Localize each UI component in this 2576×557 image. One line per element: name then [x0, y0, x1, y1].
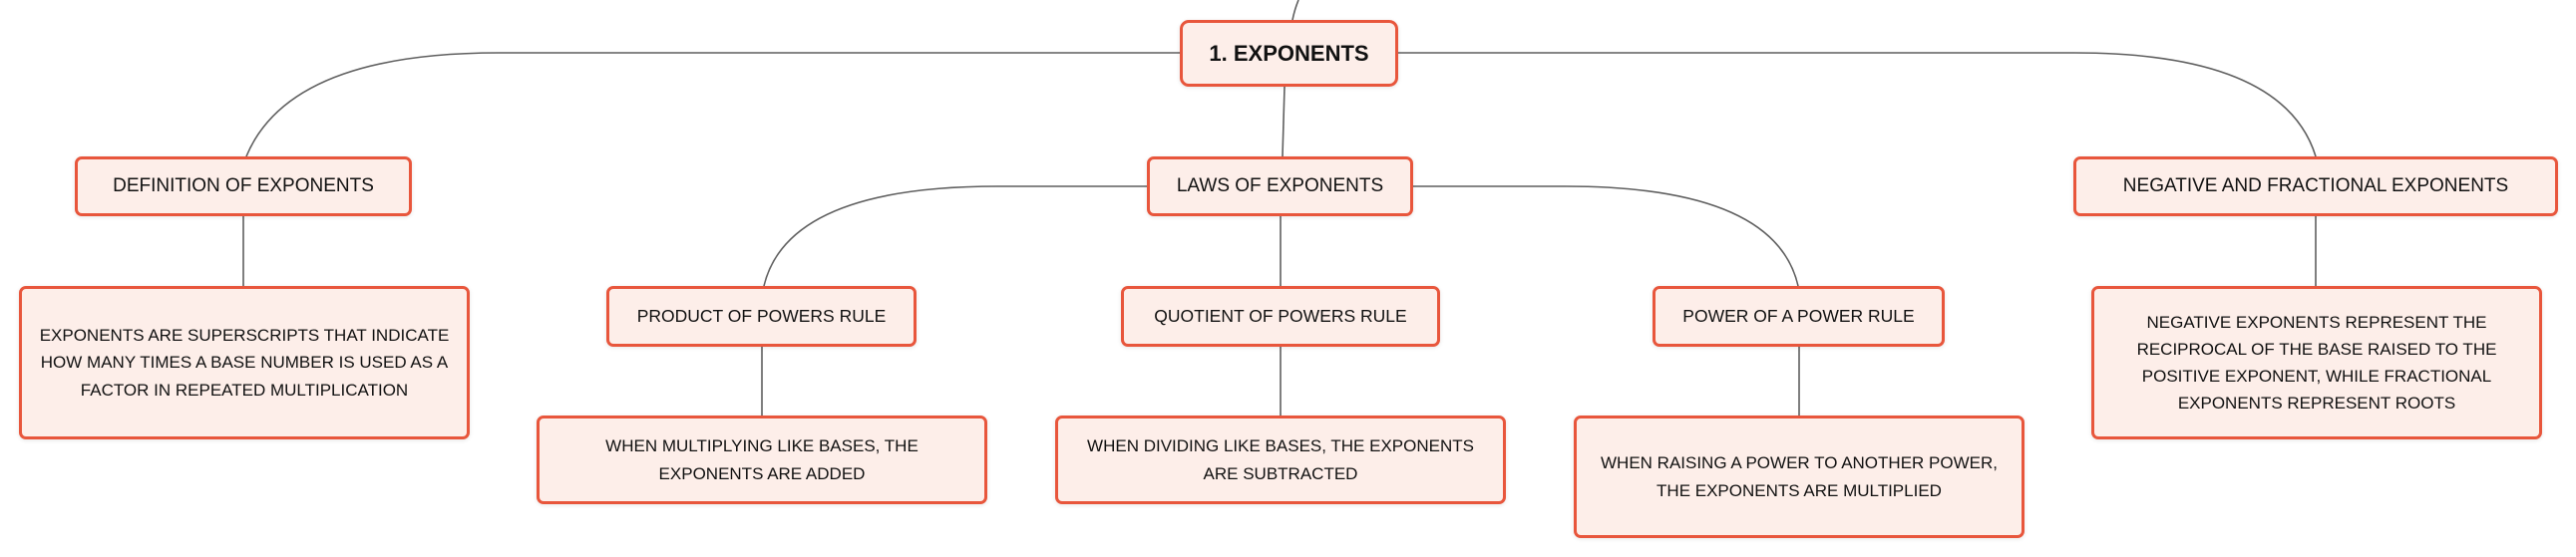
product-rule-label: PRODUCT OF POWERS RULE [636, 306, 887, 326]
negative-fractional-topic-label: NEGATIVE AND FRACTIONAL EXPONENTS [2122, 175, 2509, 196]
product-rule-node[interactable]: PRODUCT OF POWERS RULE [606, 286, 917, 347]
quotient-rule-label: QUOTIENT OF POWERS RULE [1154, 306, 1407, 326]
connector-laws-to-product [763, 185, 1147, 287]
product-rule-detail-text: WHEN MULTIPLYING LIKE BASES, THE EXPONEN… [605, 436, 919, 483]
definition-topic-label: DEFINITION OF EXPONENTS [113, 175, 374, 196]
laws-topic-node[interactable]: LAWS OF EXPONENTS [1147, 156, 1413, 216]
quotient-rule-detail-node[interactable]: WHEN DIVIDING LIKE BASES, THE EXPONENTS … [1055, 416, 1506, 504]
power-rule-label: POWER OF A POWER RULE [1682, 306, 1915, 326]
power-rule-detail-node[interactable]: WHEN RAISING A POWER TO ANOTHER POWER, T… [1574, 416, 2024, 538]
quotient-rule-detail-text: WHEN DIVIDING LIKE BASES, THE EXPONENTS … [1087, 436, 1474, 483]
connector-laws-to-power [1413, 185, 1799, 287]
definition-topic-node[interactable]: DEFINITION OF EXPONENTS [75, 156, 412, 216]
product-rule-detail-node[interactable]: WHEN MULTIPLYING LIKE BASES, THE EXPONEN… [537, 416, 987, 504]
negative-fractional-topic-node[interactable]: NEGATIVE AND FRACTIONAL EXPONENTS [2073, 156, 2558, 216]
negative-fractional-detail-text: NEGATIVE EXPONENTS REPRESENT THE RECIPRO… [2136, 312, 2497, 414]
root-topic-node[interactable]: 1. EXPONENTS [1180, 20, 1398, 87]
power-rule-detail-text: WHEN RAISING A POWER TO ANOTHER POWER, T… [1601, 453, 1998, 500]
laws-topic-label: LAWS OF EXPONENTS [1176, 175, 1384, 196]
definition-detail-text: EXPONENTS ARE SUPERSCRIPTS THAT INDICATE… [39, 326, 450, 400]
power-rule-node[interactable]: POWER OF A POWER RULE [1653, 286, 1945, 347]
definition-detail-node[interactable]: EXPONENTS ARE SUPERSCRIPTS THAT INDICATE… [19, 286, 470, 439]
quotient-rule-node[interactable]: QUOTIENT OF POWERS RULE [1121, 286, 1440, 347]
connector-root-to-negative [1398, 52, 2317, 157]
root-topic-label: 1. EXPONENTS [1209, 40, 1369, 66]
connector-parent-to-root [1291, 0, 1299, 21]
negative-fractional-detail-node[interactable]: NEGATIVE EXPONENTS REPRESENT THE RECIPRO… [2091, 286, 2542, 439]
connector-root-to-laws [1282, 86, 1286, 157]
connector-root-to-definition [245, 52, 1180, 157]
